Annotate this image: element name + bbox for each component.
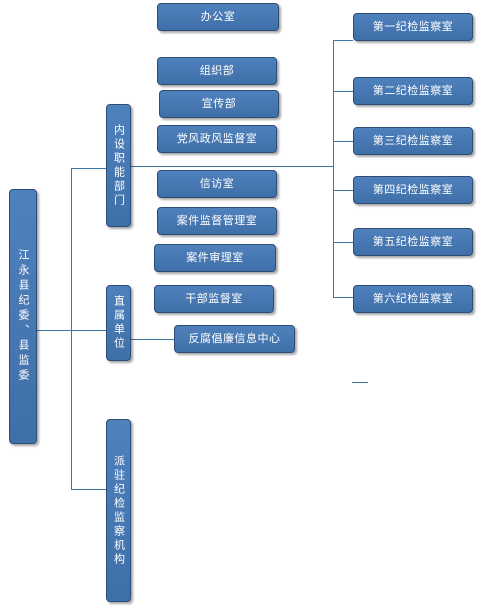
inspection-room-4: 第四纪检监察室 (353, 176, 473, 204)
connector-room-2 (333, 91, 353, 92)
dept-general-office: 办公室 (157, 3, 279, 31)
connector-to-internal (71, 168, 106, 169)
root-node: 江永县纪委、县监委 (9, 189, 37, 444)
stray-line (352, 382, 368, 383)
group-internal-departments: 内设职能部门 (106, 104, 131, 227)
connector-room-5 (333, 242, 353, 243)
connector-direct-to-center (131, 339, 174, 340)
unit-anticorruption-info-center: 反腐倡廉信息中心 (174, 325, 295, 353)
dept-conduct-supervision: 党风政风监督室 (157, 125, 277, 153)
connector-room-1 (333, 40, 353, 41)
inspection-room-1: 第一纪检监察室 (353, 13, 473, 41)
connector-to-stationed (71, 489, 106, 490)
dept-cadre-supervision: 干部监督室 (154, 285, 274, 313)
connector-rooms-spine (333, 40, 334, 297)
dept-case-supervision-management: 案件监督管理室 (157, 207, 277, 235)
connector-room-6 (333, 297, 353, 298)
connector-room-3 (333, 141, 353, 142)
dept-organization: 组织部 (157, 57, 277, 85)
dept-publicity: 宣传部 (159, 90, 279, 118)
connector-to-direct (71, 330, 106, 331)
group-stationed-agencies: 派驻纪检监察机构 (106, 419, 131, 602)
connector-root-trunk (37, 330, 72, 331)
dept-case-review: 案件审理室 (154, 244, 276, 272)
dept-petitions: 信访室 (157, 170, 277, 198)
group-direct-units: 直属单位 (106, 285, 131, 361)
connector-room-4 (333, 190, 353, 191)
inspection-room-3: 第三纪检监察室 (353, 127, 473, 155)
inspection-room-2: 第二纪检监察室 (353, 77, 473, 105)
inspection-room-5: 第五纪检监察室 (353, 228, 473, 256)
connector-main-spine (71, 168, 72, 489)
inspection-room-6: 第六纪检监察室 (353, 285, 473, 313)
connector-internal-to-rooms (131, 166, 334, 167)
